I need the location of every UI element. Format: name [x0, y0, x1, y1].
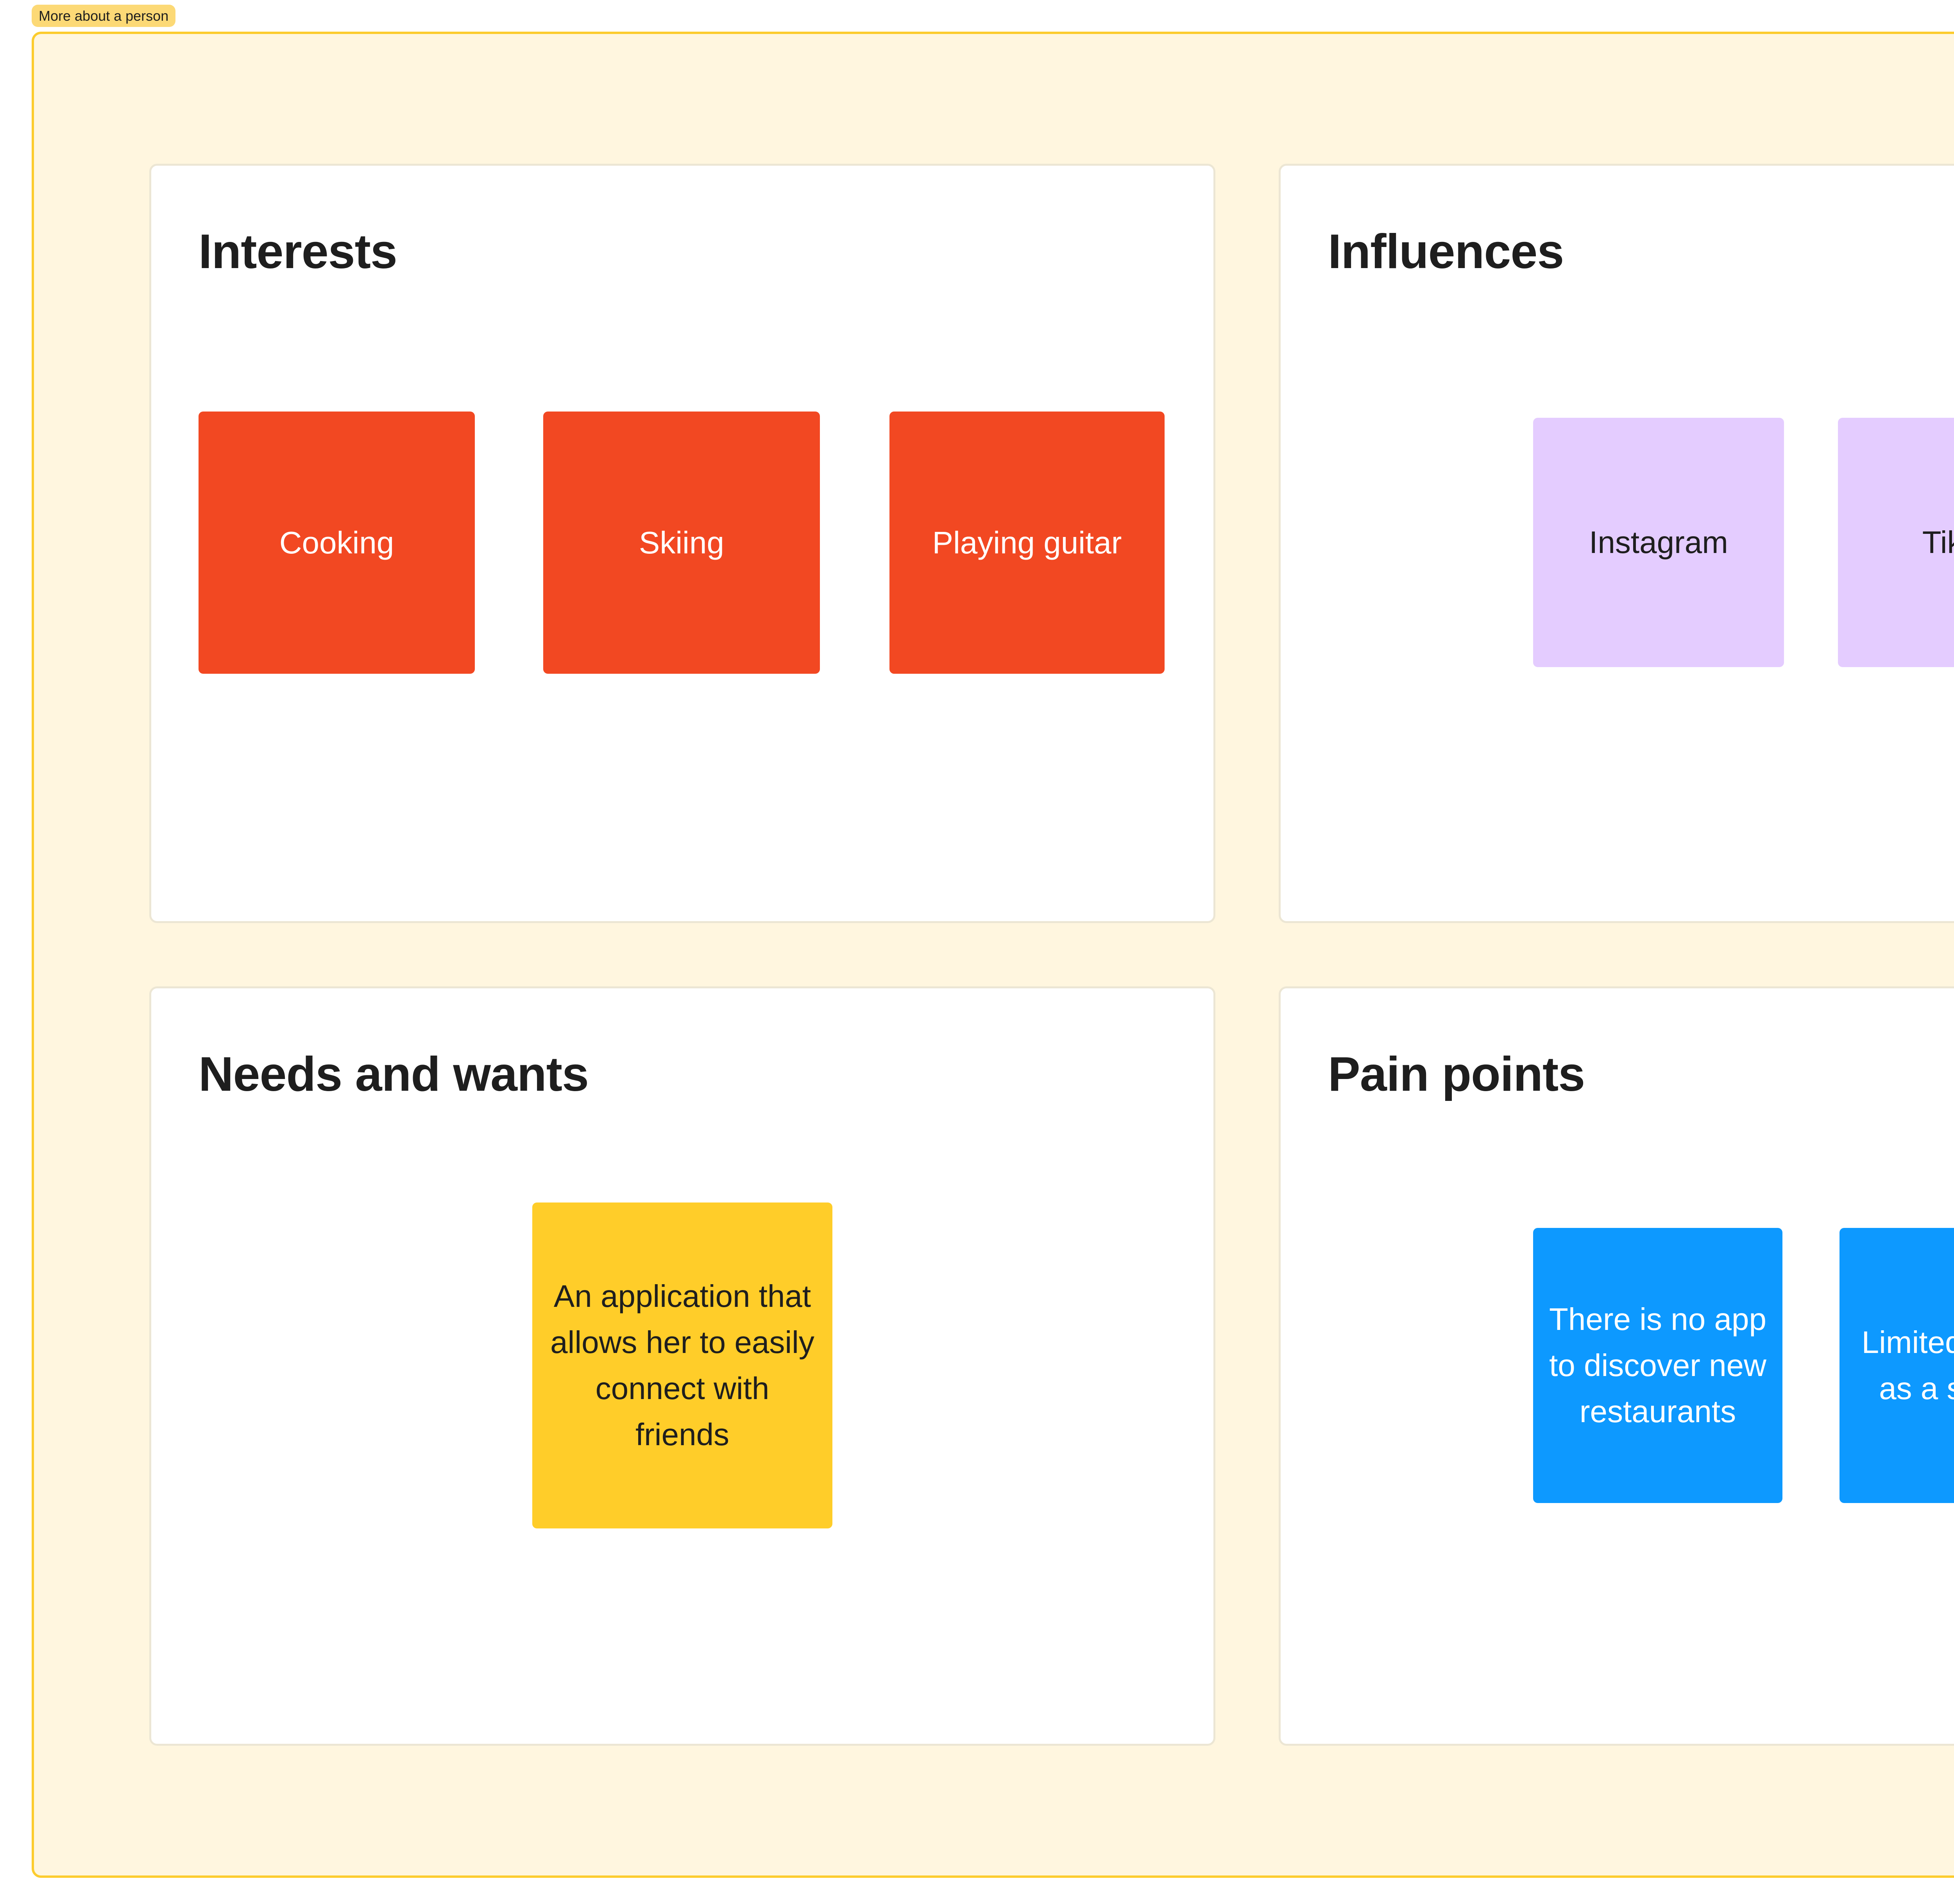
sticky-note[interactable]: Cooking [199, 412, 475, 674]
sticky-note[interactable]: Skiing [543, 412, 820, 674]
sticky-note-text: There is no app to discover new restaura… [1549, 1302, 1766, 1429]
sticky-note-text: Tiktok [1922, 525, 1954, 560]
sticky-note[interactable]: Tiktok [1838, 418, 1954, 667]
panel-title: Pain points [1328, 1047, 1585, 1101]
sticky-note[interactable]: Limited budget as a student [1839, 1228, 1954, 1503]
sticky-note[interactable]: There is no app to discover new restaura… [1533, 1228, 1782, 1503]
panel-title: Interests [199, 225, 397, 279]
sticky-note[interactable]: Instagram [1533, 418, 1784, 667]
persona-frame: Interests Cooking Skiing Playing guitar … [32, 32, 1954, 1878]
sticky-note-text: Limited budget as a student [1861, 1325, 1954, 1406]
pain-points-panel: Pain points There is no app to discover … [1279, 986, 1954, 1746]
sticky-note[interactable]: An application that allows her to easily… [532, 1203, 832, 1528]
sticky-note[interactable]: Playing guitar [889, 412, 1165, 674]
sticky-note-text: An application that allows her to easily… [550, 1279, 814, 1452]
interests-panel: Interests Cooking Skiing Playing guitar [149, 164, 1215, 923]
sticky-note-text: Instagram [1589, 525, 1728, 560]
sticky-note-text: Cooking [279, 525, 394, 560]
panel-title: Needs and wants [199, 1047, 589, 1101]
influences-panel: Influences Instagram Tiktok [1279, 164, 1954, 923]
panel-title: Influences [1328, 225, 1564, 279]
frame-label[interactable]: More about a person [32, 5, 176, 27]
sticky-note-text: Skiing [639, 525, 724, 560]
sticky-note-text: Playing guitar [932, 525, 1122, 560]
needs-and-wants-panel: Needs and wants An application that allo… [149, 986, 1215, 1746]
